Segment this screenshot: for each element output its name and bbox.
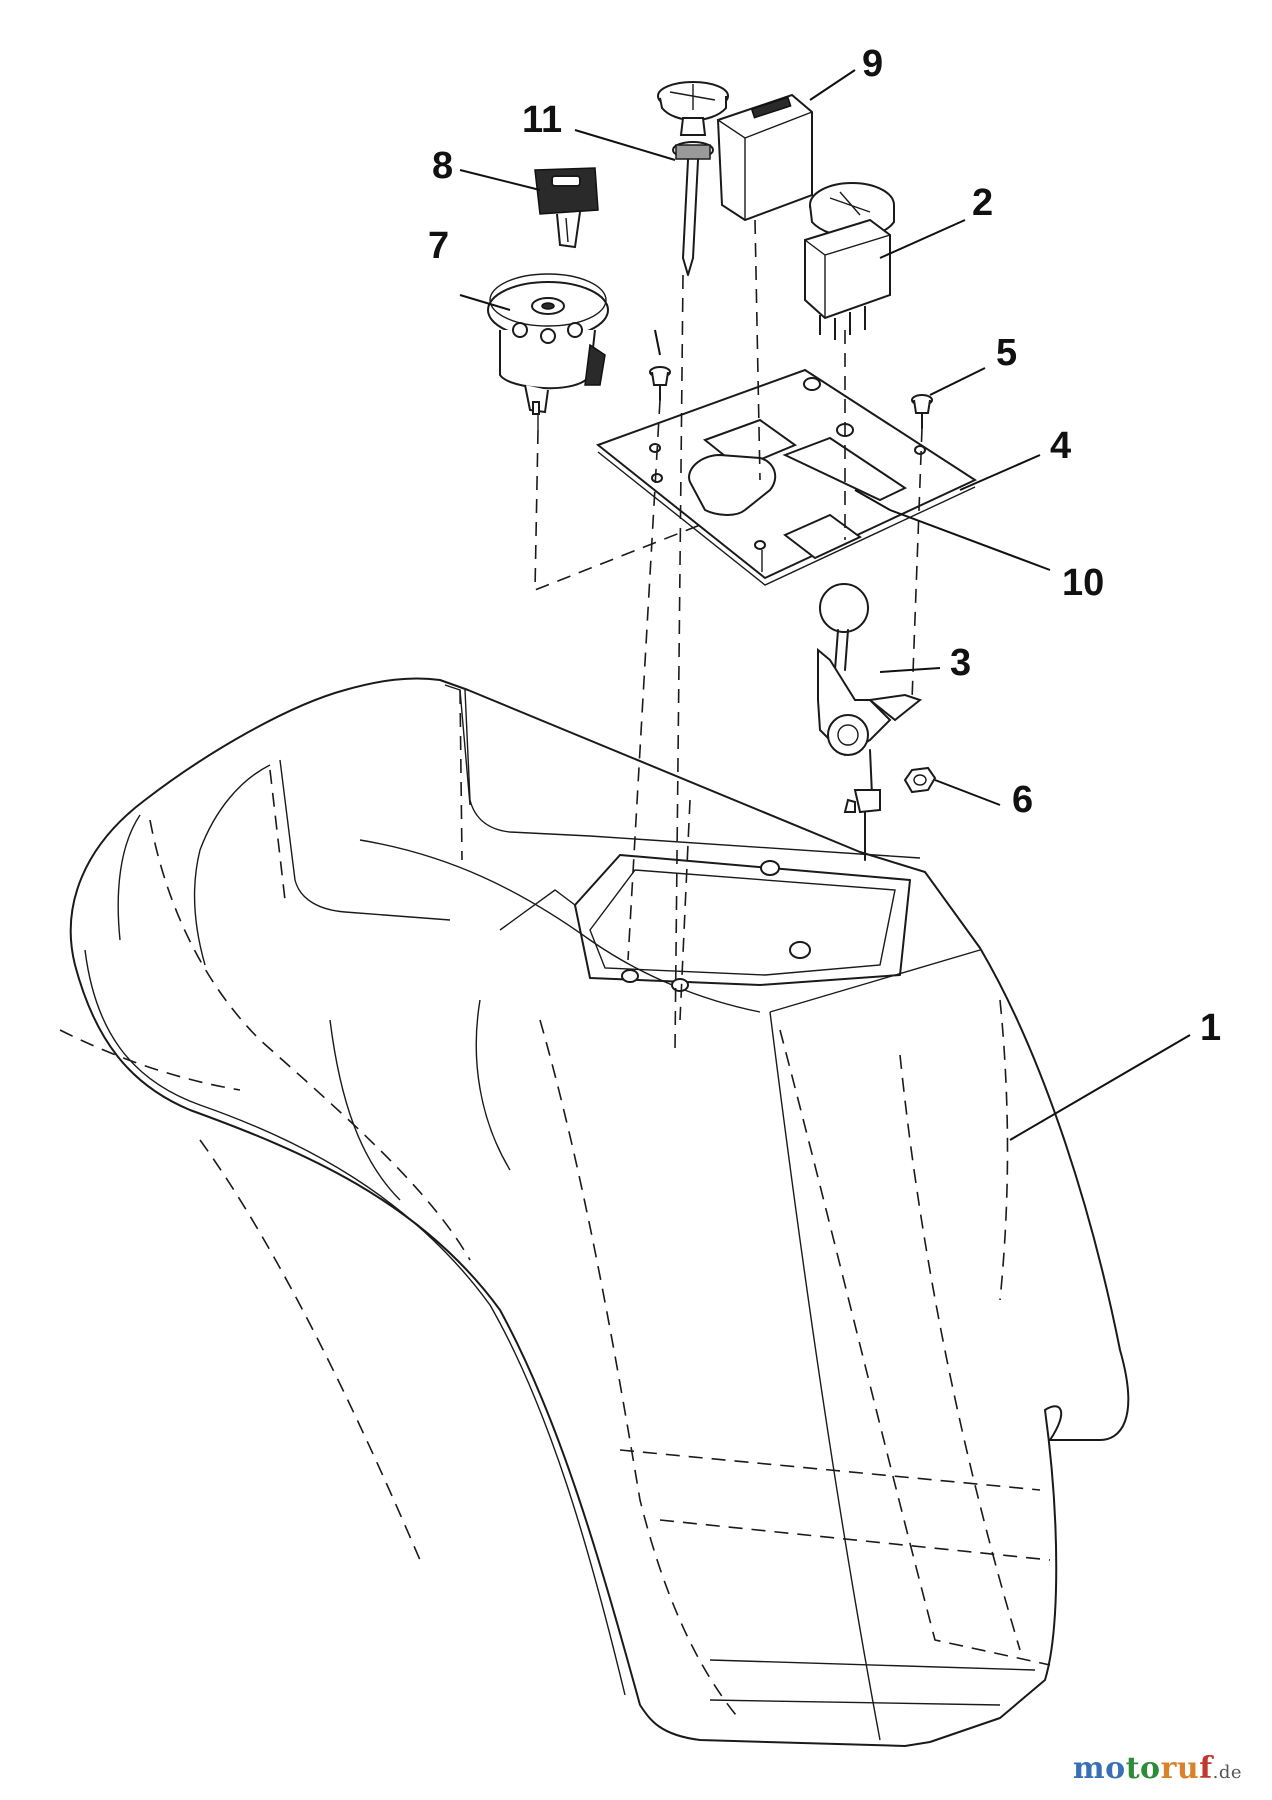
ignition-switch — [487, 273, 609, 430]
callout-1: 1 — [1200, 1007, 1221, 1049]
mounting-bolts — [649, 329, 933, 429]
lock-nut — [903, 766, 937, 794]
callout-9: 9 — [862, 43, 883, 85]
hour-meter — [716, 93, 813, 222]
callout-3: 3 — [950, 642, 971, 684]
leader-lines — [459, 69, 1191, 1141]
callout-labels: 1 2 3 4 5 6 7 8 9 10 11 — [428, 43, 1221, 1049]
key — [534, 167, 599, 249]
callout-10: 10 — [1062, 562, 1104, 604]
assembly-guide-lines — [534, 219, 923, 1051]
watermark-logo: motoruf.de — [1072, 1751, 1242, 1786]
lever-assembly — [817, 583, 923, 861]
choke-knob — [657, 81, 729, 276]
callout-5: 5 — [996, 332, 1017, 374]
callout-7: 7 — [428, 225, 449, 267]
pto-switch — [804, 182, 895, 340]
callout-2: 2 — [972, 182, 993, 224]
callout-11: 11 — [522, 99, 562, 141]
callout-8: 8 — [432, 145, 453, 187]
console-body — [59, 677, 1130, 1747]
callout-6: 6 — [1012, 779, 1033, 821]
callout-4: 4 — [1050, 425, 1071, 467]
